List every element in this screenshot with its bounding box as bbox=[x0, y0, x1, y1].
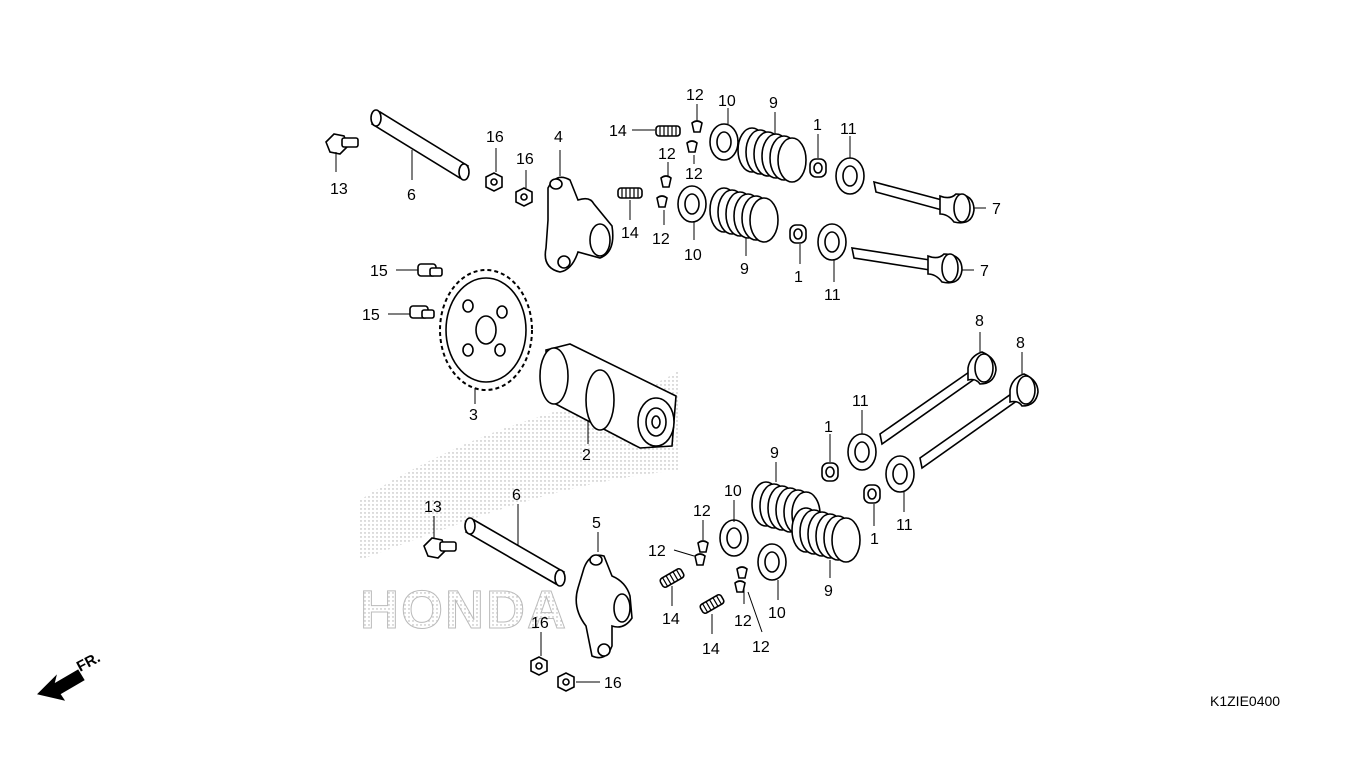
label-12-upper-a: 12 bbox=[686, 87, 704, 104]
label-9-upper-a: 9 bbox=[769, 95, 778, 112]
adjuster-14-upper-b bbox=[617, 187, 643, 199]
label-12-lower-b: 12 bbox=[648, 543, 666, 560]
watermark-text: HONDA bbox=[360, 580, 568, 640]
label-12-lower-d: 12 bbox=[752, 639, 770, 656]
adjuster-14-lower-a bbox=[658, 566, 686, 590]
stem-seal-1-lower-a bbox=[821, 462, 839, 482]
label-16-upper-a: 16 bbox=[486, 129, 504, 146]
stem-seal-1-upper-b bbox=[789, 224, 807, 244]
cotter-12-upper-b bbox=[686, 140, 698, 153]
label-5: 5 bbox=[592, 515, 601, 532]
cotter-12-upper-d bbox=[656, 195, 668, 208]
label-6-upper: 6 bbox=[407, 187, 416, 204]
label-1-upper-a: 1 bbox=[813, 117, 822, 134]
spring-seat-11-upper-b bbox=[817, 223, 847, 261]
diagram-code: K1ZIE0400 bbox=[1210, 693, 1280, 709]
label-10-lower-b: 10 bbox=[768, 605, 786, 622]
cotter-12-lower-d bbox=[734, 580, 746, 593]
label-14-upper-b: 14 bbox=[621, 225, 639, 242]
label-12-upper-b: 12 bbox=[685, 166, 703, 183]
stem-seal-1-upper-a bbox=[809, 158, 827, 178]
bolt-15-b bbox=[388, 305, 435, 319]
label-15-a: 15 bbox=[370, 263, 388, 280]
nut-16-lower-b bbox=[557, 672, 575, 692]
rocker-arm-upper bbox=[544, 150, 614, 273]
bolt-13-lower bbox=[423, 516, 457, 559]
label-11-lower-b: 11 bbox=[896, 517, 913, 534]
label-15-b: 15 bbox=[362, 307, 380, 324]
label-16-lower-a: 16 bbox=[531, 615, 549, 632]
label-12-lower-c: 12 bbox=[734, 613, 752, 630]
bolt-13-upper bbox=[325, 133, 359, 172]
label-12-lower-a: 12 bbox=[693, 503, 711, 520]
nut-16-lower-a bbox=[530, 656, 548, 676]
nut-16-upper-b bbox=[515, 187, 533, 207]
cam-sprocket bbox=[439, 269, 533, 404]
label-6-lower: 6 bbox=[512, 487, 521, 504]
cotter-12-lower-a bbox=[697, 540, 709, 553]
label-8-b: 8 bbox=[1016, 335, 1025, 352]
exhaust-valve-8-b bbox=[919, 352, 1039, 470]
label-7-b: 7 bbox=[980, 263, 989, 280]
retainer-10-lower-b bbox=[757, 543, 787, 581]
adjuster-14-lower-b bbox=[698, 592, 726, 616]
valve-spring-9-upper-a bbox=[737, 127, 807, 183]
label-1-lower-a: 1 bbox=[824, 419, 833, 436]
adjuster-14-upper-a bbox=[655, 125, 681, 137]
label-8-a: 8 bbox=[975, 313, 984, 330]
label-14-upper-a: 14 bbox=[609, 123, 627, 140]
rocker-arm-lower bbox=[575, 532, 633, 659]
valve-spring-9-lower-b bbox=[791, 507, 861, 563]
label-13-lower: 13 bbox=[424, 499, 442, 516]
stem-seal-1-lower-b bbox=[863, 484, 881, 504]
bolt-15-a bbox=[396, 263, 443, 277]
cotter-12-lower-c bbox=[736, 566, 748, 579]
rocker-shaft-lower bbox=[464, 504, 566, 587]
label-7-a: 7 bbox=[992, 201, 1001, 218]
nut-16-upper-a bbox=[485, 172, 503, 192]
label-1-lower-b: 1 bbox=[870, 531, 879, 548]
label-9-lower-a: 9 bbox=[770, 445, 779, 462]
spring-seat-11-lower-a bbox=[847, 433, 877, 471]
retainer-10-upper-a bbox=[709, 123, 739, 161]
label-2: 2 bbox=[582, 447, 591, 464]
label-3: 3 bbox=[469, 407, 478, 424]
front-direction-arrow: FR. bbox=[37, 649, 103, 701]
label-13-upper: 13 bbox=[330, 181, 348, 198]
label-9-upper-b: 9 bbox=[740, 261, 749, 278]
label-11-upper-b: 11 bbox=[824, 287, 841, 304]
label-4: 4 bbox=[554, 129, 563, 146]
cotter-12-upper-c bbox=[660, 175, 672, 188]
label-14-lower-b: 14 bbox=[702, 641, 720, 658]
label-10-upper-a: 10 bbox=[718, 93, 736, 110]
label-1-upper-b: 1 bbox=[794, 269, 803, 286]
intake-valve-7-b bbox=[850, 247, 974, 284]
label-14-lower-a: 14 bbox=[662, 611, 680, 628]
exhaust-valve-8-a bbox=[879, 332, 997, 446]
label-16-lower-b: 16 bbox=[604, 675, 622, 692]
label-10-upper-b: 10 bbox=[684, 247, 702, 264]
label-16-upper-b: 16 bbox=[516, 151, 534, 168]
label-12-upper-c: 12 bbox=[658, 146, 676, 163]
spring-seat-11-upper-a bbox=[835, 157, 865, 195]
label-12-upper-d: 12 bbox=[652, 231, 670, 248]
label-11-lower-a: 11 bbox=[852, 393, 869, 410]
label-9-lower-b: 9 bbox=[824, 583, 833, 600]
intake-valve-7-a bbox=[872, 180, 986, 224]
label-11-upper-a: 11 bbox=[840, 121, 857, 138]
label-10-lower-a: 10 bbox=[724, 483, 742, 500]
cotter-12-lower-b bbox=[694, 553, 706, 566]
retainer-10-lower-a bbox=[719, 519, 749, 557]
rocker-shaft-upper bbox=[370, 109, 470, 181]
spring-seat-11-lower-b bbox=[885, 455, 915, 493]
camshaft bbox=[539, 343, 677, 449]
retainer-10-upper-b bbox=[677, 185, 707, 223]
valve-spring-9-upper-b bbox=[709, 187, 779, 243]
cotter-12-upper-a bbox=[691, 120, 703, 133]
